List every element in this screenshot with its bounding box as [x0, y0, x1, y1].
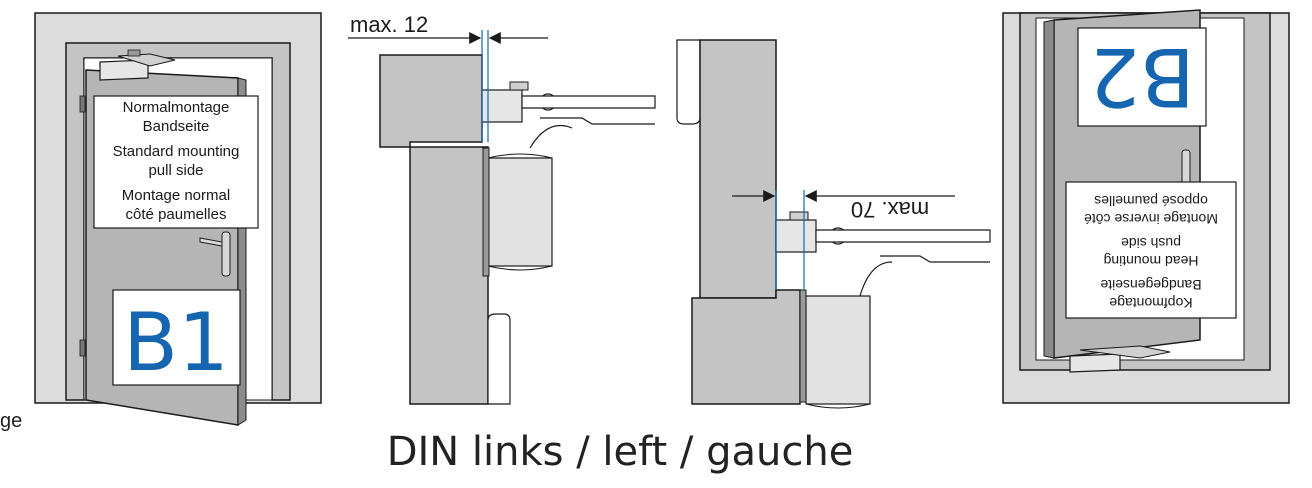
dim-max-12: max. 12: [350, 12, 428, 37]
s1-arm-lower: [540, 117, 655, 125]
edge-text-fragment: ge: [0, 410, 23, 432]
b1-hinge-top: [79, 95, 86, 113]
b2-text-line: opposé paumelles: [1094, 193, 1208, 209]
s1-arm-shoe: [481, 89, 523, 123]
b2-text-line: push side: [1121, 235, 1181, 251]
s1-arm-bend: [529, 124, 573, 149]
s2-frame: [691, 289, 801, 405]
b2-door-closer: [1069, 353, 1121, 373]
s1-door-leaf: [409, 146, 489, 405]
s2-arm-shoe: [775, 219, 817, 253]
b1-badge-box: [112, 289, 241, 386]
b1-label-box: [93, 95, 259, 229]
dim-max-70: max. 70: [851, 197, 929, 222]
s2-closer-body: [805, 295, 871, 405]
b1-arm-shoe: [127, 49, 141, 57]
b2-badge: B2: [1089, 30, 1195, 123]
s2-arm-lower: [880, 255, 990, 263]
s2-stop: [676, 39, 701, 125]
b1-text-line: Normalmontage: [123, 99, 230, 116]
s2-arm: [815, 229, 991, 243]
s1-shoe-screw: [509, 81, 529, 91]
b1-text-line: Bandseite: [143, 118, 210, 135]
panel-b1: Normalmontage Bandseite Standard mountin…: [34, 12, 322, 426]
s1-mount-plate: [482, 147, 490, 277]
b1-hinge-bottom: [79, 339, 86, 357]
s2-mount-plate: [799, 289, 807, 403]
b2-text-line: Bandgegenseite: [1100, 277, 1201, 293]
section-standard: max. 12: [348, 12, 656, 405]
b1-text-line: Standard mounting: [113, 143, 240, 160]
b1-handle-plate: [221, 231, 231, 277]
figure-caption: DIN links / left / gauche: [386, 429, 854, 475]
b1-text-line: pull side: [148, 162, 203, 179]
b2-text-line: Montage inverse côté: [1084, 211, 1218, 227]
s2-door-leaf: [699, 39, 777, 299]
s2-closer-cap: [805, 403, 871, 409]
section-head: max. 70: [676, 39, 991, 409]
b2-badge-box: [1077, 27, 1207, 127]
b1-text-line: Montage normal: [122, 187, 230, 204]
b2-label-box: [1065, 181, 1237, 319]
s1-frame: [379, 54, 483, 148]
s1-closer-body: [487, 157, 553, 267]
s1-closer-cap: [487, 153, 553, 159]
b1-badge: B1: [123, 296, 229, 389]
b2-text-line: Kopfmontage: [1109, 295, 1192, 311]
b1-text-line: côté paumelles: [126, 206, 227, 223]
s2-shoe-screw: [789, 211, 809, 221]
s1-arm: [521, 95, 656, 109]
s2-arm-bend: [859, 261, 893, 297]
s1-closer-cap-bottom: [487, 265, 553, 271]
s1-stop: [487, 313, 511, 405]
b2-door-edge: [1043, 19, 1055, 359]
panel-b2: B2 Kopfmontage Bandgegenseite Head mount…: [1002, 9, 1290, 404]
b2-closer-arm: [1079, 345, 1171, 359]
b2-text-line: Head mounting: [1104, 253, 1199, 269]
